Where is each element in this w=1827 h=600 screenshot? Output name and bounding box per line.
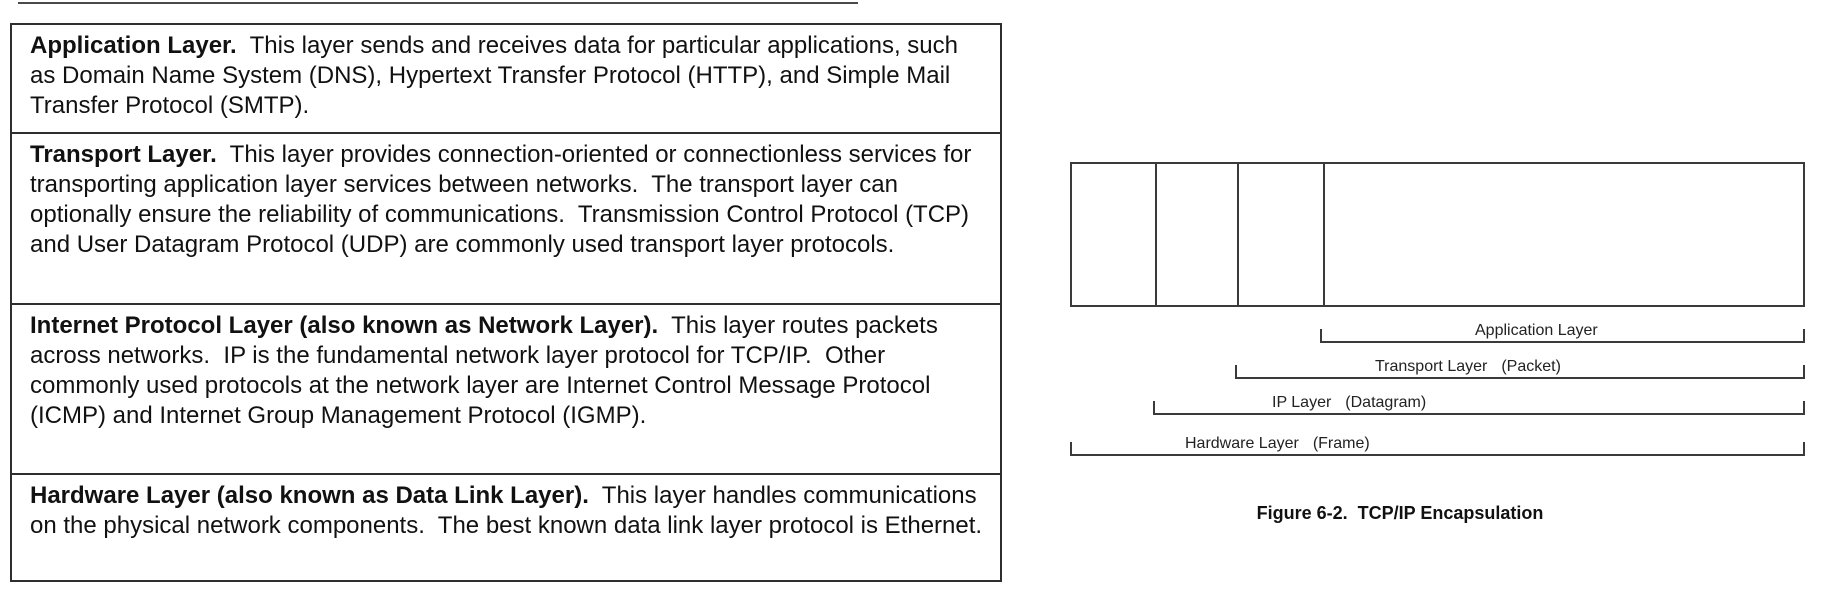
bracket-layer-name: Transport Layer [1375, 358, 1488, 375]
row-title: Transport Layer. [30, 141, 217, 168]
packet-cell-transport-header [1239, 164, 1325, 305]
packet-cell-ip-header [1157, 164, 1239, 305]
row-body: This layer routes packets across network… [30, 312, 945, 429]
bracket-label: Application Layer [1475, 323, 1598, 339]
table-row-hardware-layer: Hardware Layer (also known as Data Link … [12, 475, 1000, 580]
bracket-unit: (Packet) [1501, 358, 1561, 375]
bracket-ip-layer: IP Layer (Datagram) [1153, 395, 1805, 415]
row-title: Internet Protocol Layer (also known as N… [30, 312, 659, 339]
packet-cell-hardware-header [1072, 164, 1157, 305]
bracket-hardware-layer: Hardware Layer (Frame) [1070, 436, 1805, 456]
bracket-label: IP Layer (Datagram) [1272, 395, 1426, 411]
row-title: Application Layer. [30, 32, 237, 59]
bracket-unit: (Frame) [1312, 435, 1370, 452]
table-row-transport-layer: Transport Layer. This layer provides con… [12, 134, 1000, 305]
bracket-application-layer: Application Layer [1320, 323, 1805, 343]
bracket-label: Hardware Layer (Frame) [1185, 436, 1370, 452]
packet-structure-box [1070, 162, 1805, 307]
row-body: This layer handles communications on the… [30, 482, 984, 539]
tcpip-layer-table: Application Layer. This layer sends and … [10, 23, 1002, 582]
bracket-transport-layer: Transport Layer (Packet) [1235, 359, 1805, 379]
row-body: This layer sends and receives data for p… [30, 32, 965, 119]
top-rule-line [18, 2, 858, 4]
bracket-label: Transport Layer (Packet) [1375, 359, 1561, 375]
bracket-layer-name: IP Layer [1272, 394, 1332, 411]
table-row-application-layer: Application Layer. This layer sends and … [12, 25, 1000, 134]
figure-caption: Figure 6-2. TCP/IP Encapsulation [1256, 503, 1544, 523]
packet-cell-application-data [1325, 164, 1803, 305]
bracket-unit: (Datagram) [1345, 394, 1427, 411]
bracket-layer-name: Hardware Layer [1185, 435, 1299, 452]
table-row-internet-protocol-layer: Internet Protocol Layer (also known as N… [12, 305, 1000, 475]
row-title: Hardware Layer (also known as Data Link … [30, 482, 589, 509]
row-body: This layer provides connection-oriented … [30, 141, 979, 258]
bracket-layer-name: Application Layer [1475, 322, 1598, 339]
